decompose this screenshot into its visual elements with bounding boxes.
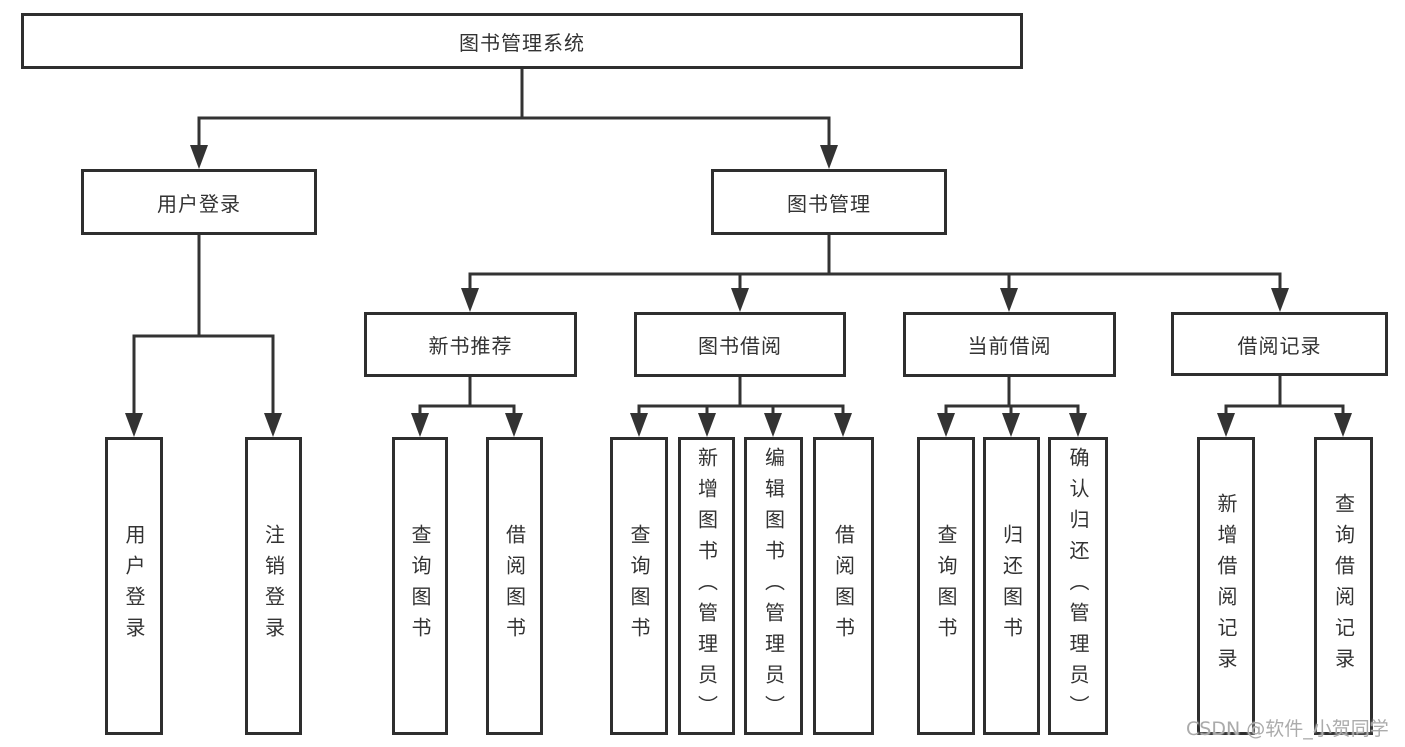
leaf-label: 查询借阅记录 — [1331, 493, 1356, 679]
node-label: 新书推荐 — [428, 334, 513, 358]
node-current-borrow: 当前借阅 — [903, 312, 1116, 377]
arrowhead-icon — [698, 413, 716, 437]
node-label: 图书借阅 — [698, 334, 782, 358]
arrowhead-icon — [820, 145, 838, 169]
node-new-book-recommend: 新书推荐 — [364, 312, 577, 377]
leaf-label: 查询图书 — [934, 524, 958, 648]
leaf-label: 注销登录 — [261, 524, 286, 648]
leaf-add-borrow-record: 新增借阅记录 — [1197, 437, 1255, 735]
leaf-logout-login: 注销登录 — [245, 437, 302, 735]
node-user-login: 用户登录 — [81, 169, 317, 235]
node-book-borrow: 图书借阅 — [634, 312, 846, 377]
node-library-management-system: 图书管理系统 — [21, 13, 1023, 69]
arrowhead-icon — [1000, 288, 1018, 312]
arrowhead-icon — [937, 413, 955, 437]
arrowhead-icon — [1217, 413, 1235, 437]
leaf-query-book-2: 查询图书 — [610, 437, 668, 735]
csdn-watermark: CSDN @软件_小贺同学 — [1186, 718, 1389, 740]
node-label: 用户登录 — [157, 191, 241, 216]
arrowhead-icon — [834, 413, 852, 437]
node-label: 借阅记录 — [1237, 333, 1322, 358]
leaf-query-book-3: 查询图书 — [917, 437, 975, 735]
leaf-label: 归还图书 — [999, 524, 1024, 648]
node-label: 当前借阅 — [967, 334, 1052, 358]
leaf-edit-book-admin: 编辑图书（管理员） — [744, 437, 803, 735]
arrowhead-icon — [411, 413, 429, 437]
arrowhead-icon — [1334, 413, 1352, 437]
node-borrow-record: 借阅记录 — [1171, 312, 1388, 376]
leaf-return-book: 归还图书 — [983, 437, 1040, 735]
leaf-query-borrow-record: 查询借阅记录 — [1314, 437, 1373, 735]
node-label: 图书管理系统 — [459, 30, 585, 55]
node-book-management: 图书管理 — [711, 169, 947, 235]
arrowhead-icon — [461, 288, 479, 312]
leaf-borrow-book-1: 借阅图书 — [486, 437, 543, 735]
leaf-label: 查询图书 — [408, 524, 432, 648]
arrowhead-icon — [125, 413, 143, 437]
arrowhead-icon — [1271, 288, 1289, 312]
leaf-user-login: 用户登录 — [105, 437, 163, 735]
leaf-confirm-return-admin: 确认归还（管理员） — [1048, 437, 1108, 735]
leaf-label: 查询图书 — [627, 524, 651, 648]
leaf-borrow-book-2: 借阅图书 — [813, 437, 874, 735]
arrowhead-icon — [764, 413, 782, 437]
arrowhead-icon — [731, 288, 749, 312]
arrowhead-icon — [630, 413, 648, 437]
leaf-label: 借阅图书 — [502, 524, 527, 648]
leaf-add-book-admin: 新增图书（管理员） — [678, 437, 735, 735]
leaf-label: 编辑图书（管理员） — [761, 446, 786, 726]
node-label: 图书管理 — [787, 191, 871, 216]
arrowhead-icon — [1069, 413, 1087, 437]
arrowhead-icon — [505, 413, 523, 437]
leaf-label: 借阅图书 — [831, 524, 856, 648]
leaf-query-book-1: 查询图书 — [392, 437, 448, 735]
arrowhead-icon — [1002, 413, 1020, 437]
leaf-label: 新增图书（管理员） — [694, 446, 719, 726]
leaf-label: 新增借阅记录 — [1214, 493, 1238, 679]
leaf-label: 用户登录 — [122, 524, 146, 648]
leaf-label: 确认归还（管理员） — [1066, 446, 1090, 726]
arrowhead-icon — [190, 145, 208, 169]
arrowhead-icon — [264, 413, 282, 437]
